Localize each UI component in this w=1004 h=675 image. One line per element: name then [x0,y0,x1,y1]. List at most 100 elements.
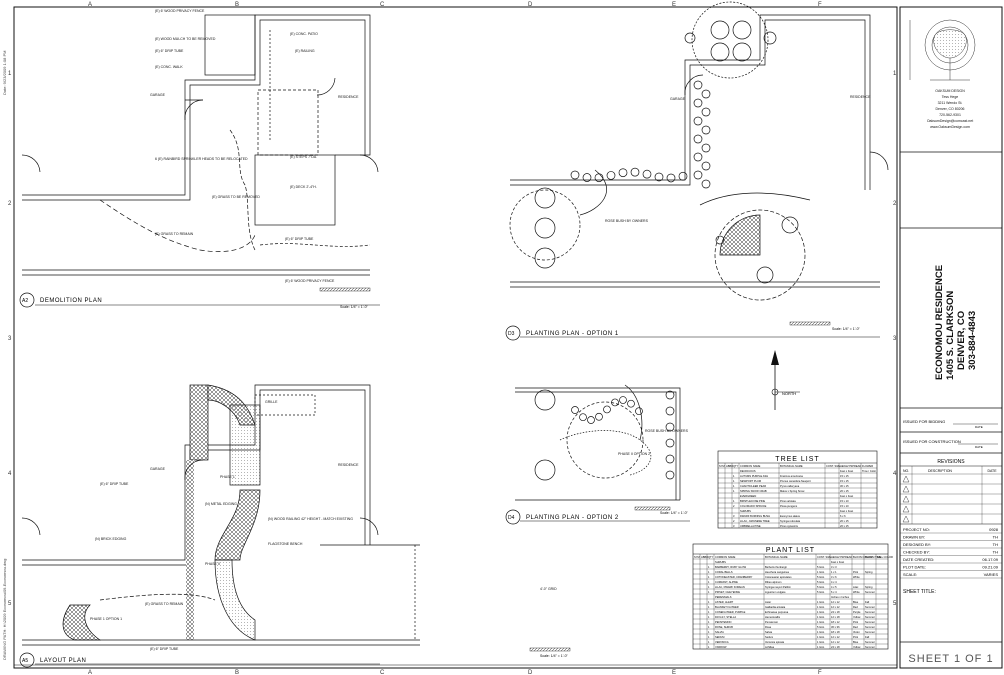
shrub-mark [594,173,604,183]
shrub-mark [642,169,652,179]
planting1-title-text: PLANTING PLAN - OPTION 1 [526,331,619,337]
table-cell: Yellow [853,645,861,649]
table-cell: EVERGREEN [740,494,756,498]
firm-contact: Tess Hege [942,95,959,99]
shrub-mark [701,89,711,99]
table-cell: BRISTLECONE PINE [740,499,765,503]
table-cell: CHANTICLEER PEAR [740,484,766,488]
table-cell: BLANKET FLOWER [715,605,739,609]
label-drip-tube: (E) 6" DRIP TUBE [155,49,184,53]
table-cell: SHRUBS [715,560,726,564]
shrub-mark [665,390,675,400]
table-cell: Violet [853,630,860,634]
table-cell: White [853,590,860,594]
shrub-mark [693,116,703,126]
revision-triangle-icon [902,485,910,493]
tree-logo [909,19,976,81]
shrub-mark [701,107,711,117]
table-cell: AUTUMN PURPLE ASH [740,474,768,478]
shrub-mark [606,171,616,180]
table-cell: Inches x Inches [831,595,850,599]
table-cell: Summer [865,610,875,614]
table-header: QTY [708,555,714,559]
table-cell: 1 GAL [817,600,825,604]
grid-row-left: 5 [8,601,12,607]
table-cell: 1 [708,645,710,649]
firm-phone: 720-562-9301 [939,113,961,117]
table-cell: Syringa reticulata [780,519,801,523]
table-header: BOTANICAL NAME [780,464,803,468]
table-cell: 1 [708,610,710,614]
table-cell: White [853,575,860,579]
table-header: BOTANICAL NAME [765,555,788,559]
table-header: ABBR [726,464,733,468]
label-four-grid: 4'-0" GRID [540,587,557,591]
planting1-tag: D3 [508,331,515,337]
label-sprinkler: 6 (E) RAINBIRD SPRINKLER HEADS TO BE REL… [155,157,248,161]
revision-triangle-icon [902,495,910,503]
info-value: TH [993,550,998,555]
shrub-mark [654,172,664,182]
table-cell: 1 GAL [817,610,825,614]
shrub-mark [582,173,592,182]
label-phase1: PHASE 1 [220,475,235,479]
table-cell: 12 x 18 [831,615,840,619]
table-header: HEIGHT/SPREAD [831,555,852,559]
info-value: 0928 [989,527,999,532]
grid-col-top: E [672,2,676,8]
label-grass: (E) GRASS TO REMAIN [155,232,194,236]
shrub-mark [701,143,711,153]
table-cell: 1 [708,605,710,609]
p1-rose-bush: ROSE BUSH BY OWNERS [605,219,649,223]
bidding-date-label: DATE [975,425,983,429]
grid-row-right: 5 [893,601,897,607]
project-line-3: DENVER, CO [956,311,967,370]
shrub-mark [611,398,619,407]
table-cell: Feet x Feet [840,469,853,473]
table-cell: 2 [733,519,735,523]
label-phase2: PHASE II [205,562,220,566]
info-label: PROJECT NO: [903,527,930,532]
table-cell: 12 x 12 [831,635,840,639]
shrub-mark [666,173,676,183]
table-cell: 36 x 36 [831,625,840,629]
grid-col-top: B [235,2,239,8]
table-cell: PRIVET, CHEYENNE [715,590,740,594]
table-cell: DAYLILY, STELLA [715,615,736,619]
label-railing: (E) RAILING [295,49,315,53]
grid-col-top: A [88,2,92,8]
table-cell: Yellow [853,615,861,619]
table-cell: Sedum [765,635,773,639]
shrub-mark [635,407,643,416]
shrub-mark [595,412,603,421]
shrub-mark [678,171,688,181]
label-wood-railing: (N) WOOD RAILING 42" HEIGHT - MATCH EXIS… [268,517,353,521]
table-cell: Spring [865,585,873,589]
table-cell: 1 [733,474,735,478]
grid-col-bottom: E [672,670,676,675]
table-cell: LILAC, DWARF KOREAN [715,585,745,589]
shrub-mark [627,399,635,408]
table-cell: 6 x 4 [831,590,837,594]
grid-col-bottom: C [380,670,385,675]
table-cell: Pinus sylvestris [780,524,799,528]
table-cell: Hemerocallis [765,615,781,619]
sheet-number: SHEET 1 OF 1 [908,653,993,665]
shrub-mark [603,405,611,414]
table-header: COMMON NAME [715,555,736,559]
table-cell: 1 GAL [817,615,825,619]
shrub-mark [701,179,711,189]
table-cell: CONEFLOWER, PURPLE [715,610,746,614]
label-privacy-fence-2: (E) 6' WOOD PRIVACY FENCE [285,279,335,283]
shrub-mark [693,170,703,180]
table-cell: 1 [708,600,710,604]
table-cell: 18 x 18 [831,630,840,634]
grid-col-bottom: D [528,670,533,675]
label-metal-edging: (N) METAL EDGING [205,502,237,506]
label-brick-edging: (N) BRICK EDGING [95,537,127,541]
shrub-mark [665,406,675,416]
table-cell: SALVIA [715,630,724,634]
demolition-plan [21,14,379,276]
